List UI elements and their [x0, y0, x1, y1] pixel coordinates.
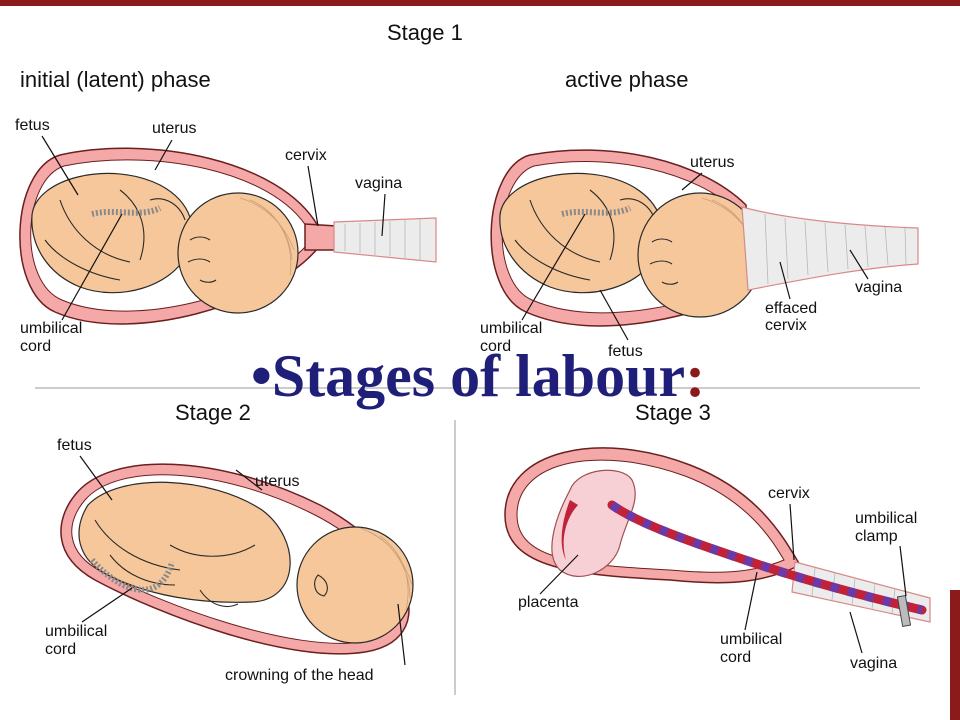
stage3-clamp-label-line1: umbilical	[855, 510, 917, 527]
latent-vagina	[333, 217, 437, 263]
active-fetus-limbs	[514, 189, 656, 281]
active-uterus-label: uterus	[690, 154, 734, 171]
stage1-active-illustration: active phase uterus vagina effaced cervi…	[480, 67, 919, 360]
latent-vagina-ridges	[344, 219, 421, 260]
leader-line	[61, 213, 123, 321]
leader-line	[521, 213, 586, 321]
stage3-cord-label-line1: umbilical	[720, 631, 782, 648]
stage2-fetus-hair	[359, 527, 413, 611]
stage1-latent-illustration: initial (latent) phase fetus uterus cerv…	[15, 67, 437, 355]
leader-line	[744, 571, 758, 631]
stage3-clamp-label-line2: clamp	[855, 528, 898, 545]
stage2-heading: Stage 2	[175, 400, 251, 425]
active-phase-heading: active phase	[565, 67, 689, 92]
latent-cervix-label: cervix	[285, 147, 327, 164]
latent-cord-label-line1: umbilical	[20, 320, 82, 337]
placenta	[551, 469, 636, 577]
leader-line	[307, 165, 319, 227]
active-cord-label-line2: cord	[480, 338, 511, 355]
stage2-illustration: Stage 2 fetus uterus umbilical cord crow…	[45, 400, 414, 684]
top-accent-bar	[0, 0, 960, 6]
latent-phase-heading: initial (latent) phase	[20, 67, 211, 92]
leader-line	[235, 469, 263, 491]
latent-cord-label-line2: cord	[20, 338, 51, 355]
stage3-vagina-label: vagina	[850, 655, 897, 672]
active-effaced-label-line2: cervix	[765, 317, 807, 334]
slide-title: •Stages of labour:	[251, 343, 705, 409]
leader-line	[81, 587, 133, 623]
stage3-illustration: Stage 3 cervix umbilical clamp placenta …	[504, 400, 931, 672]
stage2-fetus-ear	[314, 574, 328, 597]
stage2-cord-label-line1: umbilical	[45, 623, 107, 640]
placenta-detached-edge	[561, 500, 578, 560]
stage3-umbilical-cord-blue	[609, 501, 924, 615]
latent-uterus-label: uterus	[152, 120, 196, 137]
stage3-cervix-label: cervix	[768, 485, 810, 502]
stage2-fetus-head	[296, 526, 414, 644]
active-fetus-label: fetus	[608, 343, 643, 360]
active-canal-ridges	[764, 213, 907, 285]
leader-line	[789, 503, 795, 561]
active-vagina-label: vagina	[855, 279, 902, 296]
title-text: Stages of labour	[272, 343, 685, 409]
active-cord-label-line1: umbilical	[480, 320, 542, 337]
stage2-cord-label-line2: cord	[45, 641, 76, 658]
latent-fetus-hair	[239, 197, 295, 276]
stage1-heading: Stage 1	[387, 20, 463, 45]
leader-line	[849, 611, 863, 654]
stage2-fetus-limbs	[94, 519, 256, 608]
leader-line	[397, 603, 406, 666]
umbilical-clamp	[896, 594, 912, 628]
stage2-uterus-label: uterus	[255, 473, 299, 490]
latent-cervix	[304, 223, 337, 251]
latent-fetus-label: fetus	[15, 117, 50, 134]
latent-fetus-limbs	[44, 189, 186, 281]
stage3-cord-label-line2: cord	[720, 649, 751, 666]
latent-fetus-head	[177, 192, 299, 314]
stage3-placenta-label: placenta	[518, 594, 579, 611]
stage2-fetus-label: fetus	[57, 437, 92, 454]
latent-fetus-face	[187, 236, 217, 283]
leader-line	[381, 193, 386, 237]
leader-line	[154, 139, 173, 171]
active-effaced-label-line1: effaced	[765, 300, 817, 317]
leader-line	[539, 554, 579, 595]
leader-line	[681, 172, 703, 191]
stage3-heading: Stage 3	[635, 400, 711, 425]
latent-vagina-label: vagina	[355, 175, 402, 192]
leader-line	[849, 249, 869, 280]
leader-line	[779, 261, 791, 300]
title-bullet: •	[251, 343, 272, 409]
leader-line	[79, 455, 113, 501]
leader-line	[899, 545, 907, 597]
active-fetus-face	[649, 238, 679, 285]
leader-line	[599, 289, 629, 341]
active-effaced-cervix-vagina	[741, 206, 919, 291]
stage2-umbilical-cord	[89, 558, 175, 593]
title-colon: :	[685, 343, 705, 409]
stage2-crowning-label: crowning of the head	[225, 667, 374, 684]
leader-line	[41, 135, 79, 196]
right-accent-strip	[950, 590, 960, 720]
